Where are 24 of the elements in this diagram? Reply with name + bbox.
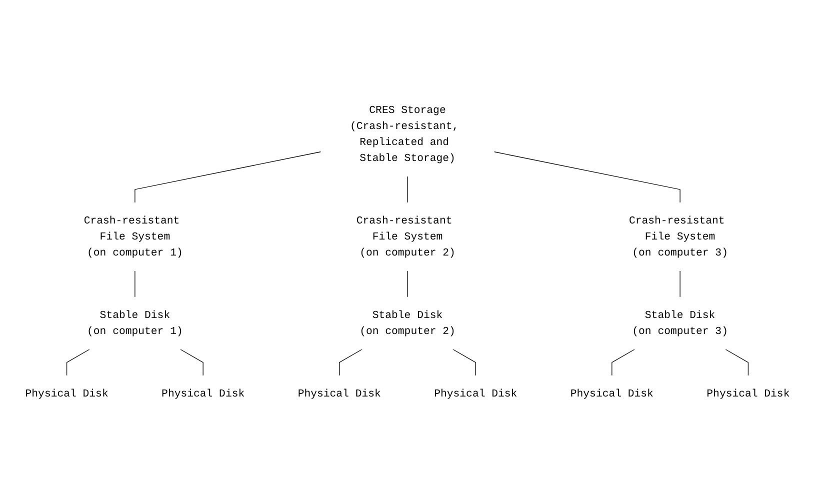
connector bbox=[339, 348, 363, 376]
node-text: Stable Disk (on computer 1) bbox=[87, 309, 183, 338]
node-text: Physical Disk bbox=[25, 388, 108, 400]
node-text: Physical Disk bbox=[434, 388, 518, 400]
connector bbox=[134, 151, 322, 204]
connector bbox=[407, 270, 408, 298]
node-text: Stable Disk (on computer 3) bbox=[632, 309, 728, 338]
node-text: Physical Disk bbox=[706, 388, 790, 400]
connector bbox=[724, 348, 749, 376]
node-text: Stable Disk (on computer 2) bbox=[360, 309, 456, 338]
node-text: Crash-resistant File System (on computer 2) bbox=[356, 214, 456, 259]
node-text: Physical Disk bbox=[570, 388, 654, 400]
connector bbox=[612, 348, 636, 376]
node-text: CRES Storage (Crash-resistant, Replicated and Stable Storage) bbox=[350, 104, 459, 164]
node-text: Crash-resistant File System (on computer 1) bbox=[84, 214, 183, 259]
node-text: Physical Disk bbox=[162, 388, 245, 400]
connector bbox=[494, 151, 680, 204]
node-text: Crash-resistant File System (on computer 3) bbox=[628, 214, 728, 259]
connector bbox=[134, 270, 136, 298]
connector bbox=[407, 176, 408, 204]
connector bbox=[452, 348, 476, 376]
node-text: Physical Disk bbox=[298, 388, 381, 400]
connector bbox=[66, 348, 90, 376]
connector bbox=[180, 348, 204, 376]
